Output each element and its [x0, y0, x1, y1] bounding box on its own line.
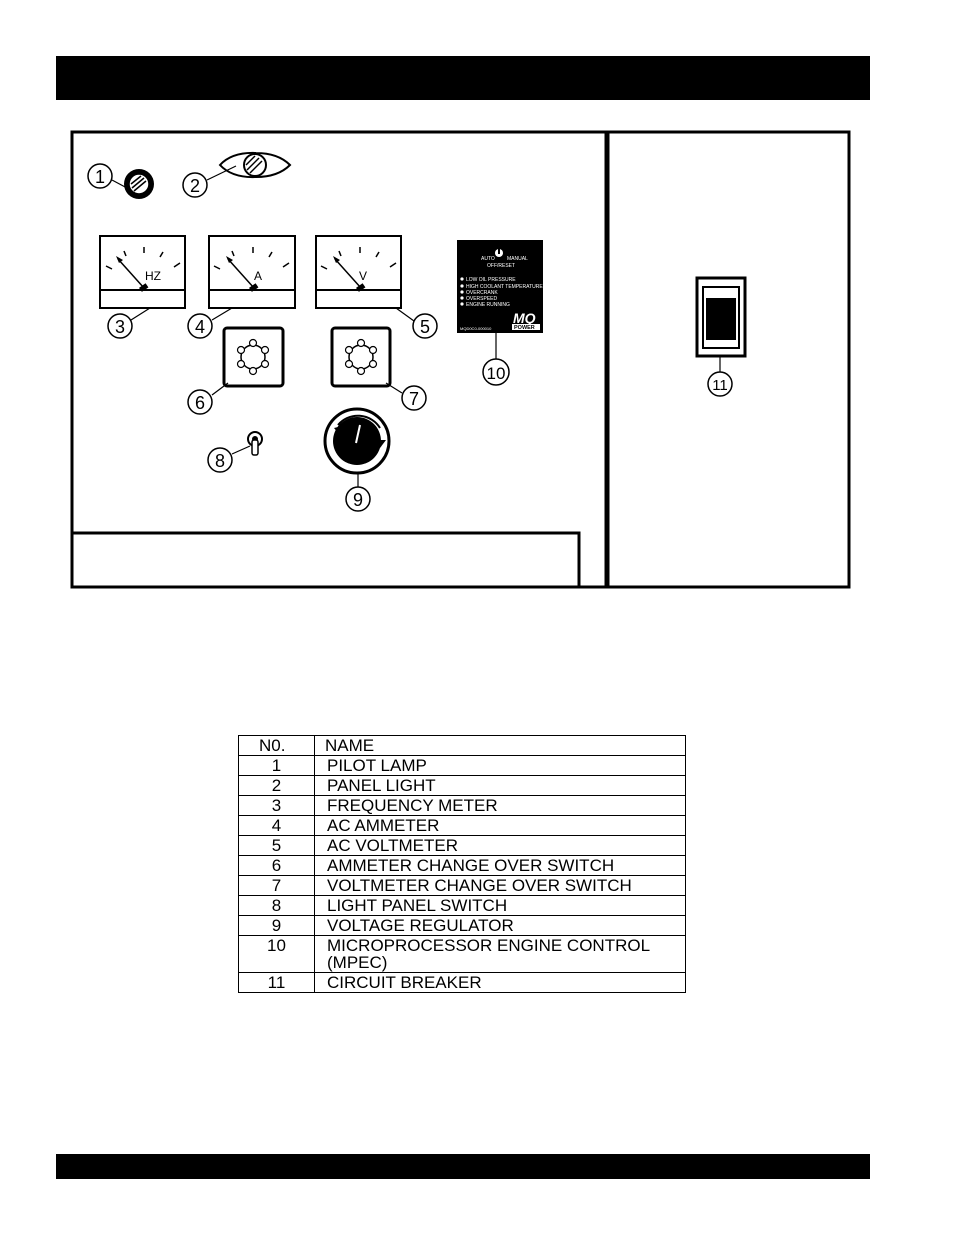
voltmeter-change-over-switch — [330, 326, 392, 388]
callout-9: 9 — [345, 486, 371, 512]
callout-5: 5 — [412, 313, 438, 339]
table-row: 9 VOLTAGE REGULATOR — [238, 915, 686, 936]
svg-text:2: 2 — [190, 176, 200, 196]
row-name: PANEL LIGHT — [314, 775, 686, 796]
svg-text:6: 6 — [195, 393, 205, 413]
footer-bar — [56, 1154, 870, 1179]
row-number: 2 — [238, 775, 315, 796]
ac-voltmeter: V — [315, 235, 402, 309]
row-name: FREQUENCY METER — [314, 795, 686, 816]
row-name: MICROPROCESSOR ENGINE CONTROL (MPEC) — [314, 935, 686, 973]
callout-4: 4 — [187, 313, 213, 339]
table-row: 2 PANEL LIGHT — [238, 775, 686, 796]
row-name: VOLTMETER CHANGE OVER SWITCH — [314, 875, 686, 896]
row-name: VOLTAGE REGULATOR — [314, 915, 686, 936]
row-number: 6 — [238, 855, 315, 876]
table-row: 5 AC VOLTMETER — [238, 835, 686, 856]
panel-light — [218, 151, 292, 179]
svg-text:8: 8 — [215, 451, 225, 471]
mpec-indicator-label: OVERCRANK — [466, 290, 498, 296]
ac-ammeter: A — [208, 235, 296, 309]
callout-3: 3 — [107, 313, 133, 339]
mpec-indicator-label: HIGH COOLANT TEMPERATURE — [466, 284, 543, 290]
control-panel-diagram: HZ A V — [70, 130, 851, 589]
svg-text:11: 11 — [712, 377, 728, 394]
callout-8: 8 — [207, 447, 233, 473]
circuit-breaker — [695, 276, 747, 358]
table-row: 1 PILOT LAMP — [238, 755, 686, 776]
pilot-lamp — [124, 169, 154, 199]
mpec-mode-manual: MANUAL — [507, 256, 528, 262]
mpec-logo: MQ — [513, 310, 536, 326]
callout-11: 11 — [707, 371, 733, 397]
table-row: 10 MICROPROCESSOR ENGINE CONTROL (MPEC) — [238, 935, 686, 973]
voltage-regulator-knob — [323, 407, 391, 475]
svg-text:10: 10 — [487, 364, 506, 383]
callout-10: 10 — [482, 358, 510, 386]
table-row: 4 AC AMMETER — [238, 815, 686, 836]
svg-text:3: 3 — [115, 317, 125, 337]
column-header-number: N0. — [238, 735, 315, 756]
ammeter-change-over-switch — [222, 326, 285, 388]
mpec-module: AUTO MANUAL OFF/RESET LOW OIL PRESSURE H… — [457, 240, 543, 333]
callout-2: 2 — [182, 172, 208, 198]
mpec-mode-off-reset: OFF/RESET — [487, 263, 515, 269]
row-name: PILOT LAMP — [314, 755, 686, 776]
row-name: AMMETER CHANGE OVER SWITCH — [314, 855, 686, 876]
svg-text:9: 9 — [353, 490, 363, 510]
svg-text:4: 4 — [195, 317, 205, 337]
frequency-meter-label: HZ — [145, 269, 161, 283]
row-number: 11 — [238, 972, 315, 993]
row-number: 5 — [238, 835, 315, 856]
mpec-indicator-label: ENGINE RUNNING — [466, 302, 510, 308]
table-row: 6 AMMETER CHANGE OVER SWITCH — [238, 855, 686, 876]
column-header-name: NAME — [314, 735, 686, 756]
table-row: 3 FREQUENCY METER — [238, 795, 686, 816]
row-number: 3 — [238, 795, 315, 816]
mpec-mode-auto: AUTO — [481, 256, 495, 262]
header-bar — [56, 56, 870, 100]
frequency-meter: HZ — [99, 235, 186, 309]
callout-6: 6 — [187, 389, 213, 415]
mpec-logo-sub: POWER — [514, 325, 535, 331]
voltmeter-label: V — [359, 269, 367, 283]
ammeter-label: A — [254, 269, 262, 283]
panel-lower-strip — [70, 531, 581, 589]
table-row: 11 CIRCUIT BREAKER — [238, 972, 686, 993]
row-number: 9 — [238, 915, 315, 936]
row-number: 1 — [238, 755, 315, 776]
row-number: 7 — [238, 875, 315, 896]
component-legend-table: N0. NAME 1 PILOT LAMP 2 PANEL LIGHT 3 FR… — [238, 735, 686, 993]
callout-1: 1 — [87, 163, 113, 189]
mpec-indicator-label: OVERSPEED — [466, 296, 498, 302]
row-name: AC VOLTMETER — [314, 835, 686, 856]
row-number: 8 — [238, 895, 315, 916]
row-number: 4 — [238, 815, 315, 836]
mpec-indicator-label: LOW OIL PRESSURE — [466, 277, 516, 283]
row-number: 10 — [238, 935, 315, 973]
mpec-part-code: MQD0C0-000010 — [460, 326, 492, 331]
svg-text:5: 5 — [420, 317, 430, 337]
breaker-panel-frame — [606, 130, 851, 589]
table-row: 7 VOLTMETER CHANGE OVER SWITCH — [238, 875, 686, 896]
table-header-row: N0. NAME — [238, 735, 686, 756]
svg-text:1: 1 — [95, 167, 105, 187]
callout-7: 7 — [401, 385, 427, 411]
light-panel-toggle-switch — [247, 431, 263, 456]
row-name: LIGHT PANEL SWITCH — [314, 895, 686, 916]
table-row: 8 LIGHT PANEL SWITCH — [238, 895, 686, 916]
row-name: AC AMMETER — [314, 815, 686, 836]
row-name: CIRCUIT BREAKER — [314, 972, 686, 993]
svg-text:7: 7 — [409, 389, 419, 409]
